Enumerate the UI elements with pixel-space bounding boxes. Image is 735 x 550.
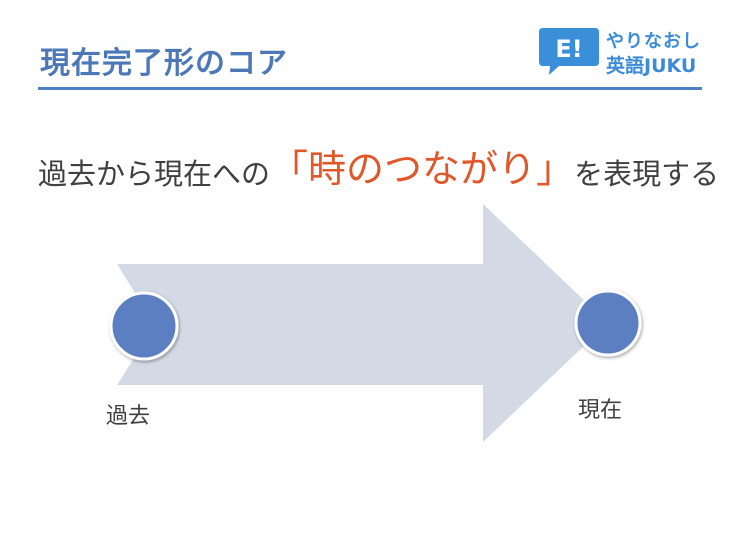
- subtitle-highlight: 時のつながり: [308, 147, 537, 191]
- subtitle-bracket-close: 」: [536, 147, 575, 191]
- logo-text: やりなおし 英語JUKU: [606, 30, 701, 78]
- slide-title: 現在完了形のコア: [40, 46, 288, 81]
- logo-mark: E!: [555, 35, 583, 63]
- logo-badge: E!: [539, 28, 599, 76]
- start-label: 過去: [106, 404, 151, 429]
- end-node: [574, 289, 642, 357]
- logo-line-1: やりなおし: [606, 31, 701, 52]
- timeline-arrow: [117, 204, 608, 442]
- logo-line-2: 英語JUKU: [606, 55, 697, 77]
- subtitle-bracket-open: 「: [270, 147, 309, 191]
- subtitle-lead: 過去から現在への: [38, 157, 271, 191]
- subtitle-tail: を表現する: [574, 157, 720, 191]
- end-label: 現在: [578, 398, 623, 423]
- start-node: [109, 291, 179, 361]
- title-divider: [38, 87, 702, 90]
- subtitle: 過去から現在への「時のつながり」を表現する: [38, 138, 719, 193]
